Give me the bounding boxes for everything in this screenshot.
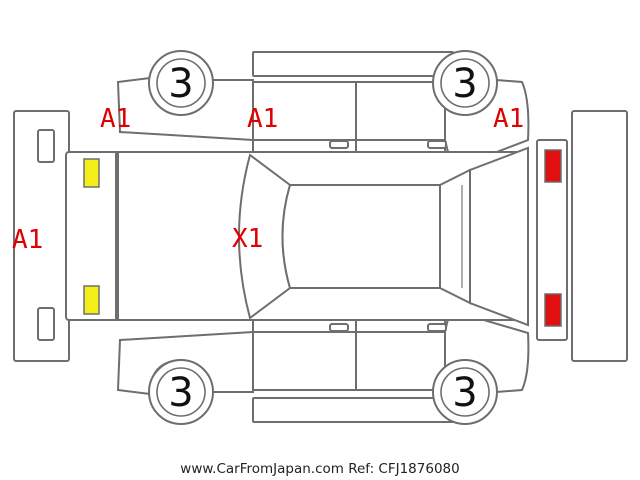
rear-bumper	[571, 110, 628, 362]
front-bumper-slot-top	[37, 129, 55, 163]
rear-light-panel	[536, 139, 568, 341]
bottom-front-door-handle	[329, 323, 349, 332]
top-rear-door-handle	[427, 140, 447, 149]
top-side-strip	[252, 51, 454, 77]
taillamp-bottom	[544, 293, 562, 327]
rear-window	[439, 168, 471, 305]
damage-mark-front-bumper: A1	[12, 225, 43, 255]
wheel-grade-top-right: 3	[452, 61, 477, 107]
bottom-rear-door-handle	[427, 323, 447, 332]
damage-mark-front-fender: A1	[100, 104, 131, 134]
wheel-grade-bottom-right: 3	[452, 370, 477, 416]
damage-mark-rear-fender: A1	[493, 104, 524, 134]
wheel-top-right: 3	[432, 50, 498, 116]
wheel-grade-top-left: 3	[168, 61, 193, 107]
hood-front-edge	[115, 151, 119, 321]
wheel-top-left: 3	[148, 50, 214, 116]
wheel-grade-bottom-left: 3	[168, 370, 193, 416]
headlamp-bottom	[83, 285, 100, 315]
damage-mark-front-door: A1	[247, 104, 278, 134]
taillamp-top	[544, 149, 562, 183]
wheel-bottom-left: 3	[148, 359, 214, 425]
watermark-text: www.CarFromJapan.com Ref: CFJ1876080	[180, 461, 459, 477]
top-front-door-handle	[329, 140, 349, 149]
front-bumper-slot-bottom	[37, 307, 55, 341]
damage-mark-roof: X1	[232, 224, 263, 254]
roof-panel	[281, 184, 441, 289]
bottom-side-strip	[252, 397, 454, 423]
rear-hatch	[469, 146, 529, 327]
wheel-bottom-right: 3	[432, 359, 498, 425]
headlamp-top	[83, 158, 100, 188]
